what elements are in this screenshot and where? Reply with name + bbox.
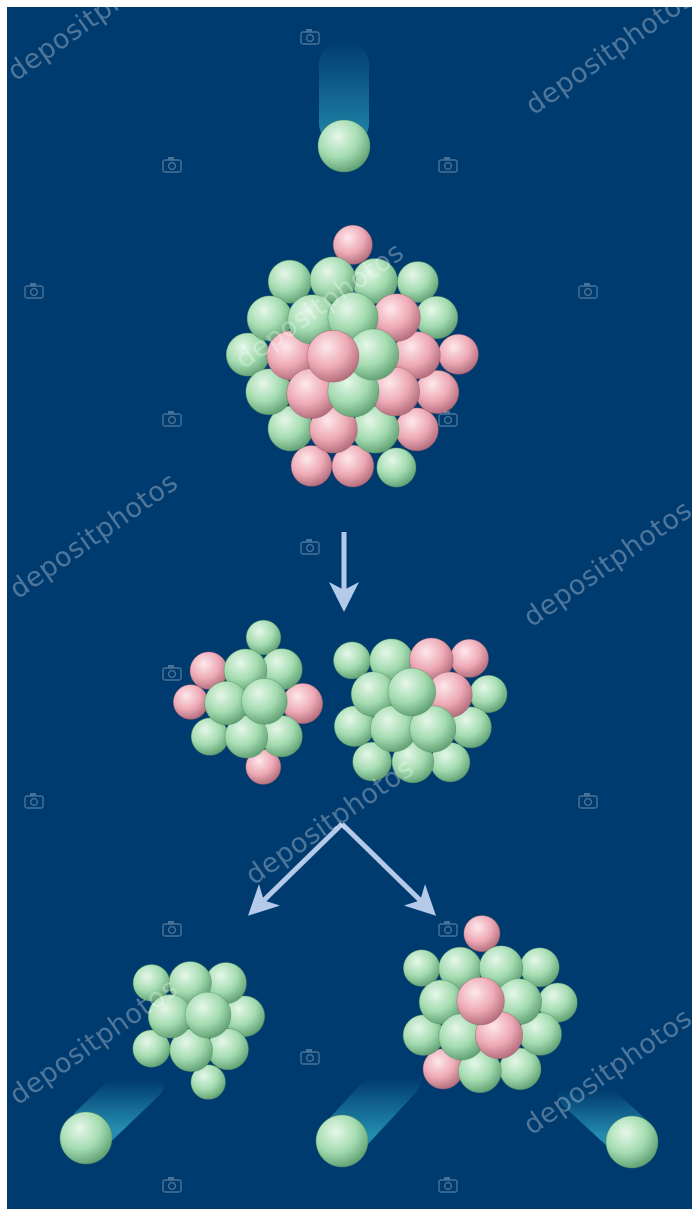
neutron <box>316 1115 368 1167</box>
proton <box>464 916 500 952</box>
neutron <box>606 1116 658 1168</box>
proton <box>450 639 488 677</box>
proton <box>173 685 208 720</box>
proton <box>457 977 505 1025</box>
neutron <box>60 1112 112 1164</box>
neutron <box>318 120 370 172</box>
proton <box>438 334 478 374</box>
incoming-neutron <box>318 120 370 172</box>
diagram-background <box>7 7 692 1209</box>
neutron <box>185 992 231 1038</box>
neutron <box>377 448 416 487</box>
neutron <box>241 678 287 724</box>
proton <box>307 330 359 382</box>
neutron <box>388 668 436 716</box>
